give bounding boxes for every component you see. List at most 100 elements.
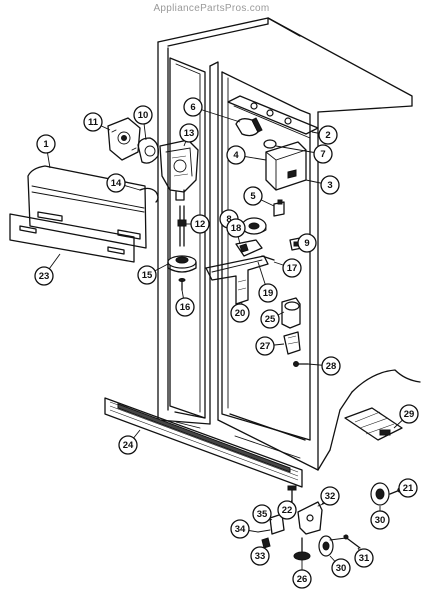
callout-number: 31 <box>359 553 370 564</box>
callout-number: 35 <box>257 509 268 520</box>
callout-27: 27 <box>255 336 285 356</box>
callout-circle <box>106 173 126 193</box>
callout-20: 20 <box>230 301 250 323</box>
callout-2: 2 <box>311 125 338 145</box>
callout-number: 2 <box>325 130 330 141</box>
callout-labels: 1234567891011121314151617181920212223242… <box>34 97 419 589</box>
callout-number: 4 <box>233 150 239 161</box>
callout-5: 5 <box>243 186 275 207</box>
callout-11: 11 <box>83 112 111 132</box>
callout-circle <box>354 548 374 568</box>
dispenser-lever-assembly <box>167 205 197 291</box>
callout-22: 22 <box>277 499 297 520</box>
callout-number: 25 <box>265 314 276 325</box>
callout-circle <box>230 519 250 539</box>
callout-number: 10 <box>138 110 149 121</box>
callout-circle <box>133 105 153 125</box>
callout-number: 8 <box>226 214 231 225</box>
cabinet-cutaway-detail <box>317 369 421 471</box>
callout-circle <box>36 134 56 154</box>
actuator-wire <box>139 187 159 203</box>
callout-circle <box>175 297 195 317</box>
callout-number: 23 <box>39 271 50 282</box>
callout-number: 1 <box>43 139 49 150</box>
callout-number: 22 <box>282 505 293 516</box>
toe-grille <box>104 397 303 488</box>
mounting-block <box>283 331 309 367</box>
callout-circle <box>318 125 338 145</box>
water-valve-bracket <box>205 239 275 305</box>
auger-motor-assembly <box>107 117 159 164</box>
callout-circle <box>292 569 312 589</box>
callout-9: 9 <box>297 233 317 253</box>
callout-circle <box>226 145 246 165</box>
ice-chute-housing <box>159 139 199 201</box>
water-tube-sleeve <box>281 297 301 329</box>
callout-number: 12 <box>195 219 206 230</box>
callout-25: 25 <box>260 309 285 329</box>
callout-10: 10 <box>133 105 153 141</box>
callout-circle <box>190 214 210 234</box>
callout-number: 26 <box>297 574 308 585</box>
callout-number: 30 <box>336 563 347 574</box>
callout-circle <box>34 266 54 286</box>
callout-circle <box>183 97 203 117</box>
callout-number: 11 <box>88 117 99 128</box>
callout-number: 21 <box>403 483 414 494</box>
callout-circle <box>250 546 270 566</box>
callout-circle <box>255 336 275 356</box>
callout-circle <box>399 404 419 424</box>
callout-number: 24 <box>123 440 134 451</box>
callout-circle <box>252 504 272 524</box>
callout-30: 30 <box>370 506 390 530</box>
refrigerator-cabinet <box>157 17 413 471</box>
callout-30: 30 <box>329 555 351 578</box>
callout-4: 4 <box>226 145 267 165</box>
callout-number: 14 <box>111 178 122 189</box>
callout-23: 23 <box>34 253 61 286</box>
callout-32: 32 <box>320 486 340 506</box>
callout-33: 33 <box>250 545 270 566</box>
callout-number: 3 <box>327 180 332 191</box>
callout-circle <box>277 500 297 520</box>
callout-6: 6 <box>183 97 241 123</box>
callout-21: 21 <box>398 478 418 498</box>
callout-number: 16 <box>180 302 191 313</box>
callout-number: 6 <box>190 102 195 113</box>
callout-circle <box>83 112 103 132</box>
callout-circle <box>179 123 199 143</box>
callout-number: 27 <box>260 341 271 352</box>
callout-circle <box>258 283 278 303</box>
callout-3: 3 <box>305 175 340 195</box>
control-cover-box <box>265 141 307 191</box>
callout-number: 5 <box>250 191 256 202</box>
watermark: AppliancePartsPros.com <box>153 3 270 14</box>
callout-circle <box>226 218 246 238</box>
callout-circle <box>331 558 351 578</box>
callout-number: 29 <box>404 409 415 420</box>
callout-number: 15 <box>142 270 153 281</box>
callout-17: 17 <box>273 258 302 278</box>
callout-circle <box>370 510 390 530</box>
switch-capsules <box>235 117 277 149</box>
callout-circle <box>320 486 340 506</box>
leveling-hardware <box>257 482 403 561</box>
callout-29: 29 <box>393 404 419 429</box>
dispenser-cover-panel <box>27 165 147 249</box>
callout-number: 18 <box>231 223 242 234</box>
callout-number: 9 <box>304 238 309 249</box>
callout-circle <box>137 265 157 285</box>
bottom-trim-strip <box>9 213 135 263</box>
callout-circle <box>260 309 280 329</box>
callout-circle <box>320 175 340 195</box>
callout-31: 31 <box>354 547 374 568</box>
callout-number: 13 <box>184 128 195 139</box>
callout-14: 14 <box>106 173 141 193</box>
callout-34: 34 <box>230 519 259 539</box>
callout-number: 19 <box>263 288 274 299</box>
callout-number: 34 <box>235 524 246 535</box>
callout-circle <box>398 478 418 498</box>
callout-13: 13 <box>179 123 199 147</box>
callout-number: 7 <box>320 149 325 160</box>
